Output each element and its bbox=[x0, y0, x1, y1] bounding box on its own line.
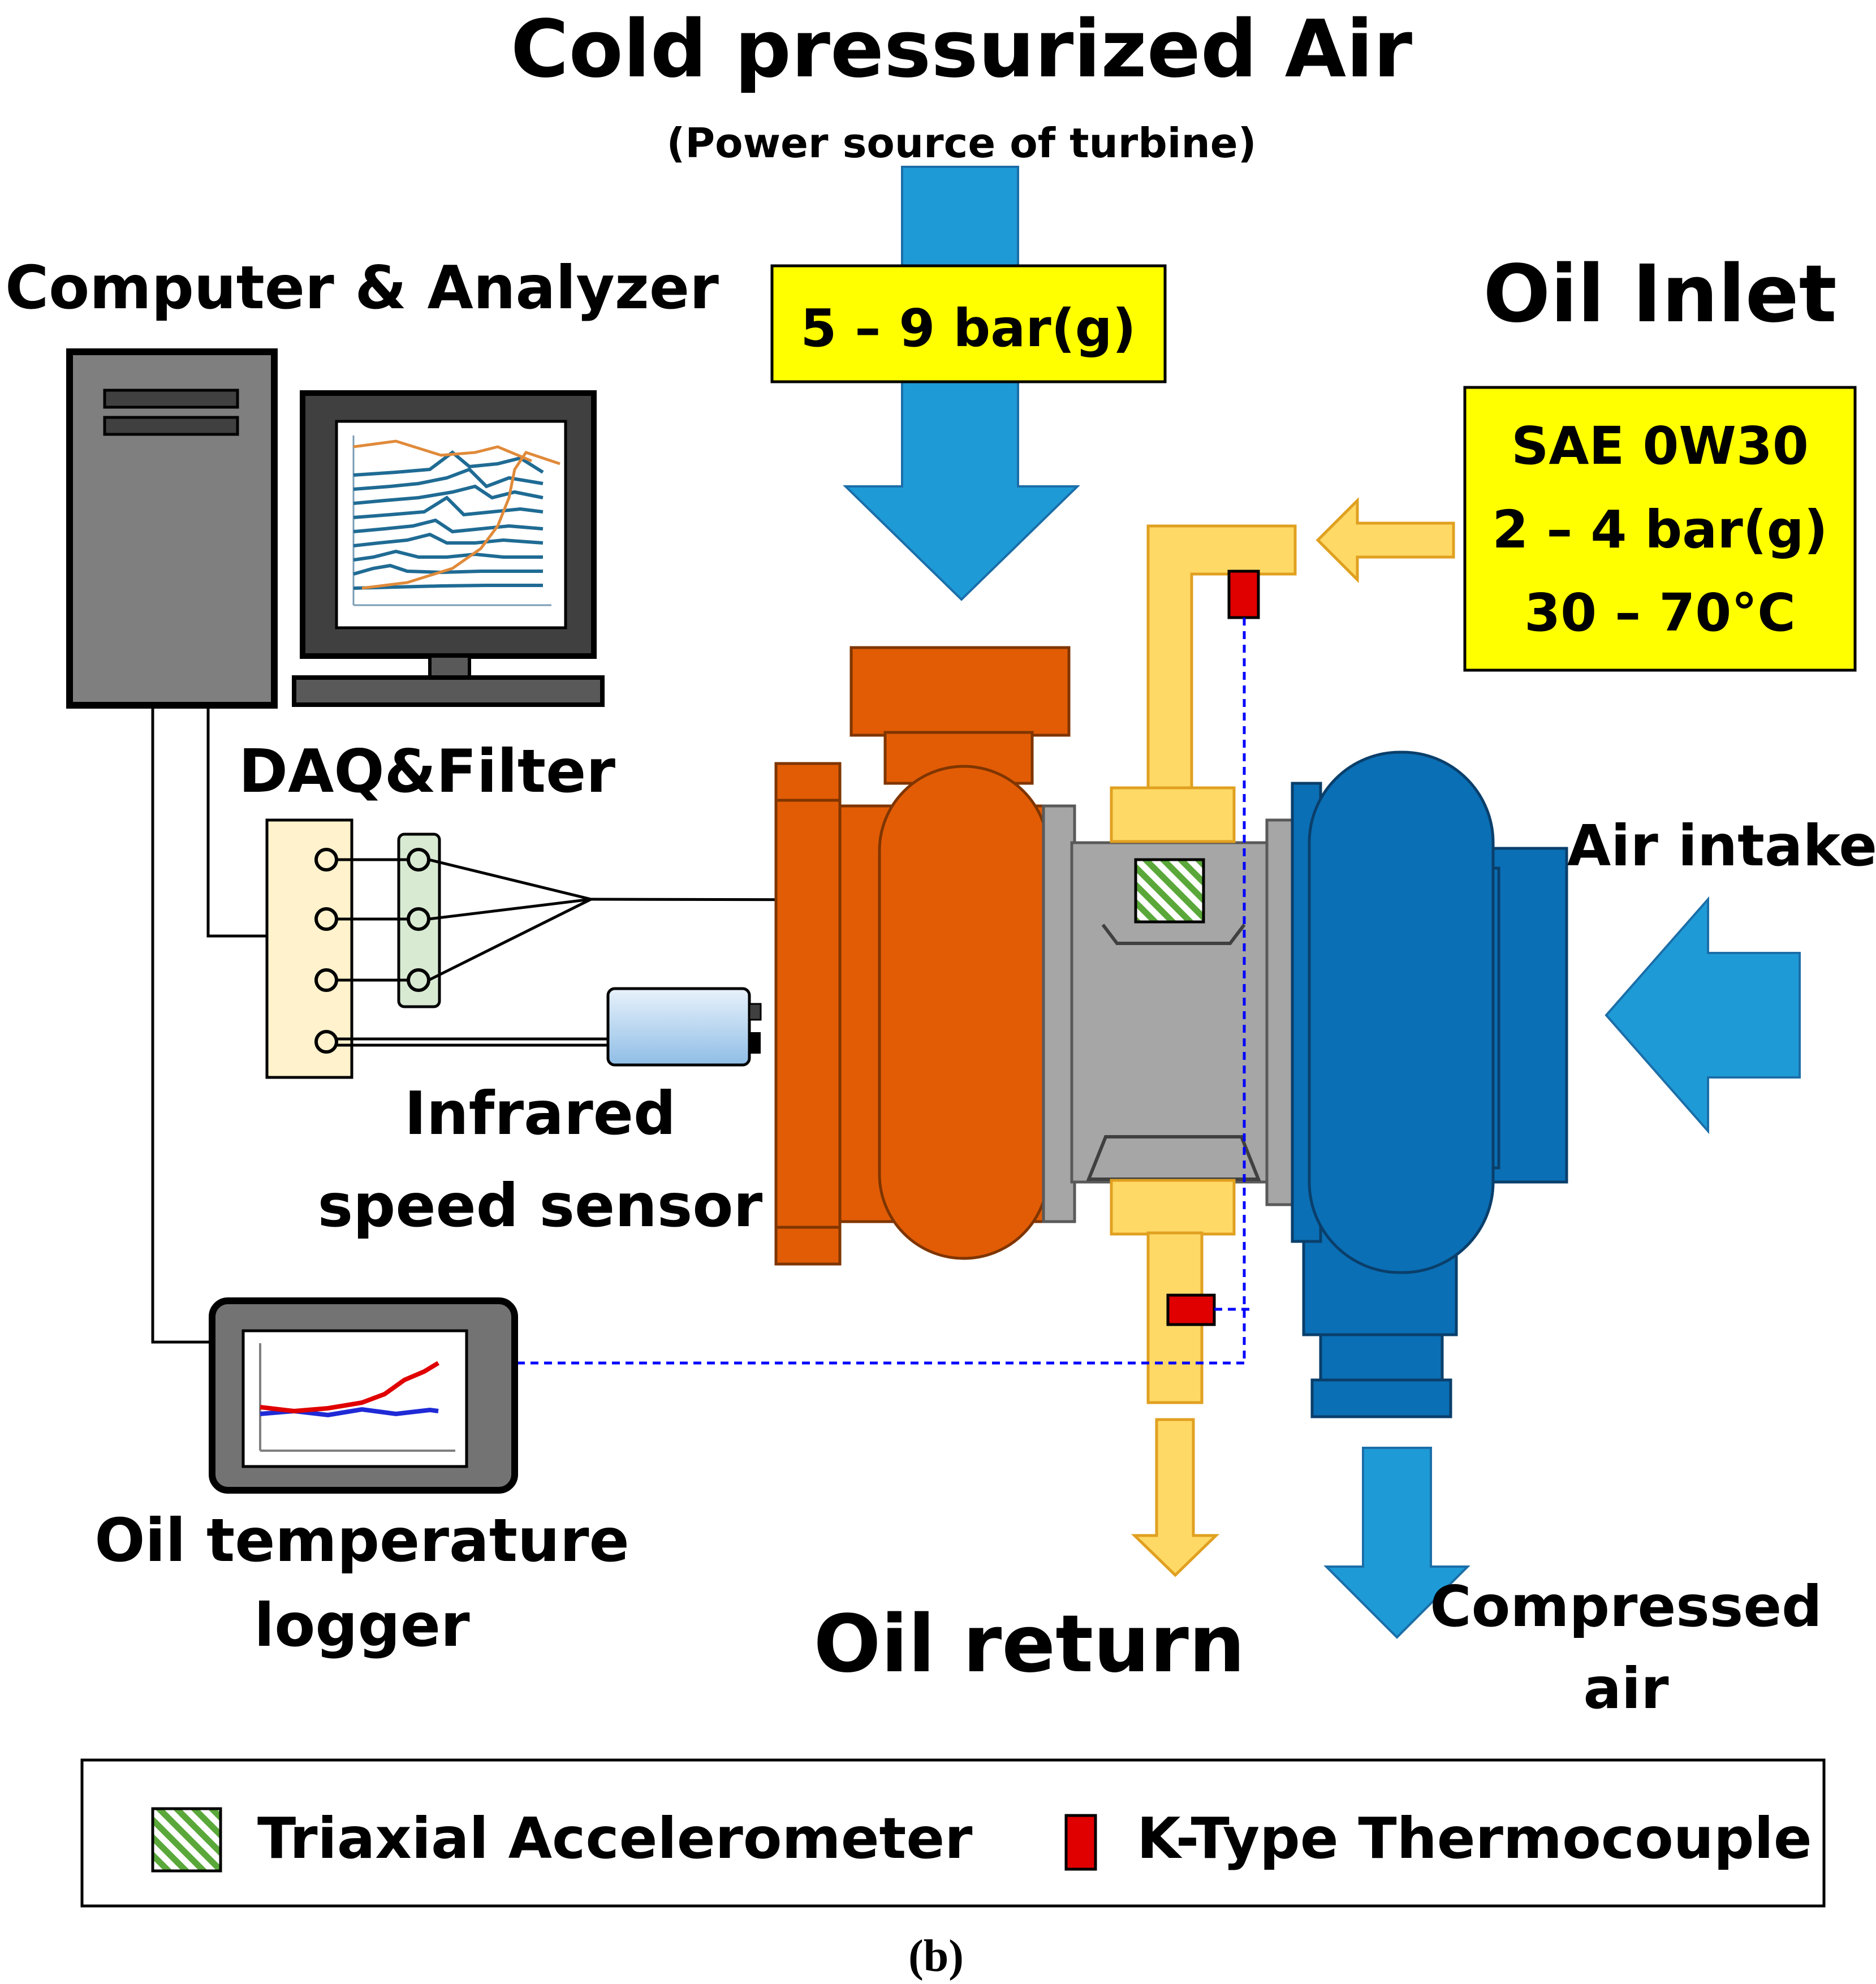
subtitle: (Power source of turbine) bbox=[667, 119, 1257, 167]
legend-thermocouple-label: K-Type Thermocouple bbox=[1137, 1805, 1812, 1871]
infrared-label-line2: speed sensor bbox=[318, 1171, 763, 1240]
oil-return-label: Oil return bbox=[813, 1598, 1245, 1690]
oil-temperature-logger bbox=[209, 1297, 518, 1494]
compressor-housing bbox=[1291, 751, 1568, 1418]
air-intake-label: Air intake bbox=[1567, 813, 1876, 879]
thermocouple-outlet bbox=[1166, 1293, 1216, 1326]
daq-label: DAQ&Filter bbox=[239, 737, 615, 806]
infrared-label-line1: Infrared bbox=[404, 1079, 676, 1148]
oil-supply-pipe bbox=[1110, 524, 1297, 843]
oil-logger-label-line2: logger bbox=[254, 1591, 470, 1660]
filter-box bbox=[397, 833, 441, 1008]
air-pressure-label: 5 – 9 bar(g) bbox=[800, 298, 1136, 359]
oil-drain-pipe bbox=[1110, 1179, 1236, 1404]
legend-accelerometer-swatch bbox=[151, 1807, 222, 1873]
monitor bbox=[292, 390, 605, 707]
oil-logger-label-line1: Oil temperature bbox=[94, 1506, 629, 1575]
accelerometer-sensor bbox=[1134, 858, 1205, 924]
compressed-air-arrow bbox=[1323, 1447, 1470, 1639]
oil-spec-temperature: 30 – 70°C bbox=[1524, 583, 1796, 643]
oil-inlet-arrow bbox=[1316, 497, 1455, 584]
oil-spec-box: SAE 0W30 2 – 4 bar(g) 30 – 70°C bbox=[1463, 386, 1857, 672]
thermocouple-signal-lines bbox=[515, 618, 1250, 1365]
title: Cold pressurized Air bbox=[511, 3, 1412, 96]
compressed-air-label-line1: Compressed bbox=[1430, 1573, 1822, 1640]
computer-to-daq-wire bbox=[151, 705, 267, 1344]
turbine-housing bbox=[774, 646, 1071, 1266]
waterfall-peak-line bbox=[353, 439, 532, 463]
oil-inlet-label: Oil Inlet bbox=[1483, 248, 1836, 340]
computer-label: Computer & Analyzer bbox=[5, 253, 719, 322]
oil-spec-pressure: 2 – 4 bar(g) bbox=[1492, 499, 1827, 560]
infrared-speed-sensor bbox=[606, 987, 762, 1067]
oil-spec-grade: SAE 0W30 bbox=[1511, 416, 1809, 476]
figure-caption: (b) bbox=[908, 1931, 964, 1981]
thermocouple-inlet bbox=[1227, 570, 1260, 619]
logger-trace-red bbox=[260, 1361, 440, 1414]
compressed-air-label-line2: air bbox=[1583, 1655, 1669, 1722]
oil-return-arrow bbox=[1131, 1418, 1220, 1577]
air-pressure-box: 5 – 9 bar(g) bbox=[770, 264, 1167, 383]
legend-thermocouple-swatch bbox=[1064, 1814, 1097, 1871]
computer-tower bbox=[66, 348, 278, 709]
daq-box bbox=[265, 818, 353, 1079]
air-intake-arrow bbox=[1605, 896, 1801, 1135]
legend-accelerometer-label: Triaxial Accelerometer bbox=[257, 1805, 973, 1871]
legend: Triaxial Accelerometer K-Type Thermocoup… bbox=[80, 1758, 1826, 1908]
